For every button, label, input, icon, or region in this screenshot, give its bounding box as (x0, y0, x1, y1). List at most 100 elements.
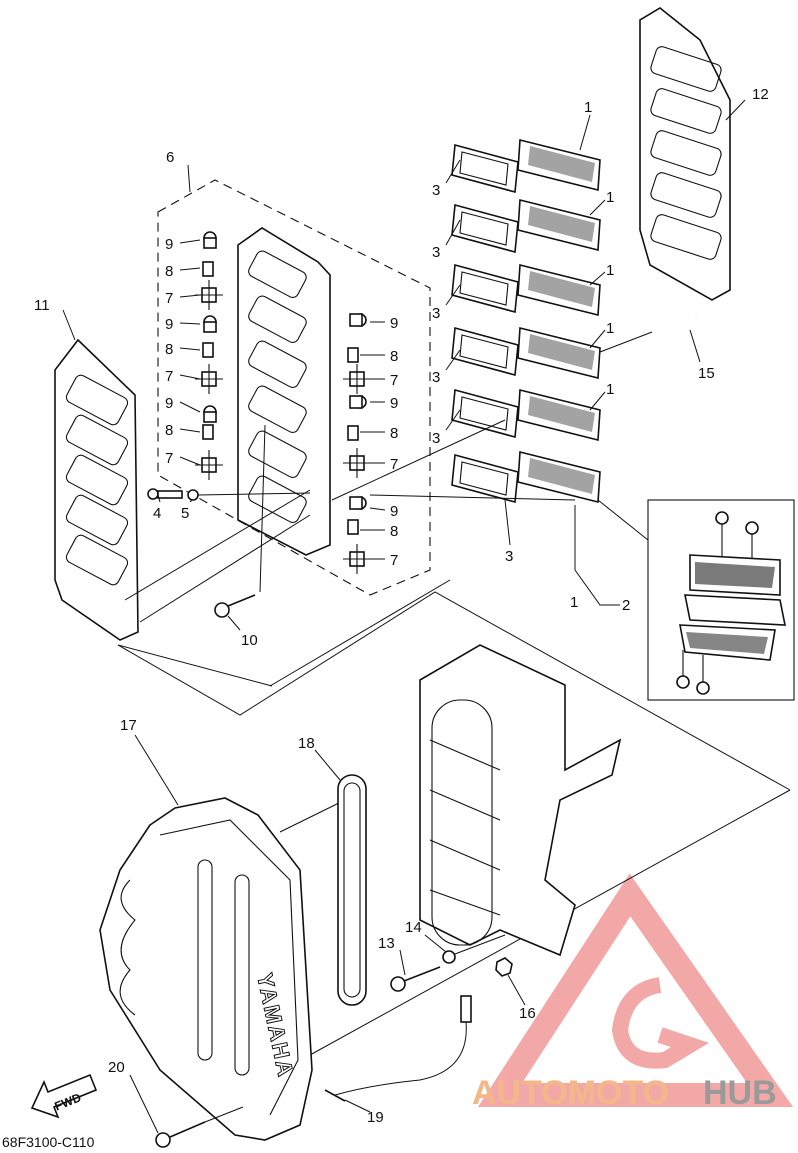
callout-3-e: 3 (432, 430, 440, 447)
elbow-9-c (203, 405, 217, 423)
reed-valve-1-row6 (517, 450, 601, 504)
diagram-code: 68F3100-C110 (2, 1134, 95, 1150)
assembly-lines (117, 419, 791, 1056)
reed-valve-1-row2 (517, 198, 601, 252)
callout-20: 20 (108, 1059, 125, 1076)
fwd-arrow-icon: FWD (30, 1073, 98, 1119)
seal-18 (337, 774, 367, 1006)
bolt-13 (390, 966, 441, 992)
detail-screw-bottom (676, 650, 710, 695)
gasket-12 (639, 7, 731, 301)
callout-9-a: 9 (165, 236, 173, 253)
bolt-10 (214, 424, 266, 618)
tee-7-f (343, 544, 371, 574)
callout-7-f: 7 (390, 552, 398, 569)
callout-3-c: 3 (432, 305, 440, 322)
watermark-text: AUTOMOTO HUB (472, 1074, 777, 1112)
bolt-20 (155, 1106, 244, 1148)
watermark-logo (477, 873, 794, 1107)
gasket-3-row5 (451, 388, 519, 439)
gasket-3-row3 (451, 263, 519, 314)
callout-7-b: 7 (165, 368, 173, 385)
leader-lines (62, 99, 746, 1134)
callout-3-a: 3 (432, 182, 440, 199)
hose-8-e (347, 425, 359, 441)
gasket-3-row6 (451, 453, 519, 504)
hose-8-f (347, 519, 359, 535)
callout-1-d: 1 (606, 320, 614, 337)
callout-11: 11 (34, 297, 50, 314)
callout-8-e: 8 (390, 425, 398, 442)
callout-labels: 6 12 1 1 1 1 1 1 2 3 3 3 3 3 3 15 11 4 5… (34, 86, 769, 1126)
callout-8-f: 8 (390, 523, 398, 540)
reed-valve-detail-box (597, 499, 795, 701)
gasket-11 (54, 338, 139, 641)
tee-7-d (343, 364, 371, 394)
callout-2: 2 (622, 597, 630, 614)
callout-12: 12 (752, 86, 769, 103)
reed-valve-1-row5 (517, 388, 601, 442)
callout-9-e: 9 (390, 395, 398, 412)
hose-8-b (202, 342, 214, 358)
callout-18: 18 (298, 735, 315, 752)
callout-1-f: 1 (570, 594, 578, 611)
stud-15 (599, 316, 697, 353)
gasket-3-row1 (451, 143, 519, 194)
reed-plate (237, 227, 331, 556)
reed-valve-1-row3 (517, 263, 601, 317)
callout-7-d: 7 (390, 372, 398, 389)
gasket-3-row4 (451, 326, 519, 377)
bolt-4 (147, 488, 183, 500)
elbow-9-f (349, 496, 367, 510)
callout-7-a: 7 (165, 290, 173, 307)
reed-valve-1-row1 (517, 138, 601, 192)
callout-9-c: 9 (165, 395, 173, 412)
washer-5 (187, 489, 199, 501)
callout-14: 14 (405, 919, 422, 936)
elbow-9-a (203, 231, 217, 249)
callout-6: 6 (166, 149, 174, 166)
callout-4: 4 (153, 505, 161, 522)
hose-8-c (202, 424, 214, 440)
callout-7-e: 7 (390, 456, 398, 473)
callout-13: 13 (378, 935, 395, 952)
callout-8-b: 8 (165, 341, 173, 358)
washer-14 (442, 950, 456, 964)
watermark-part1: AUTOMOTO (472, 1074, 669, 1112)
callout-8-c: 8 (165, 422, 173, 439)
reed-valve-rows (451, 138, 601, 504)
nut-16 (495, 957, 513, 977)
elbow-9-b (203, 315, 217, 333)
callout-17: 17 (120, 717, 137, 734)
callout-5: 5 (181, 505, 189, 522)
callout-9-f: 9 (390, 503, 398, 520)
callout-15: 15 (698, 365, 715, 382)
tee-7-e (343, 448, 371, 478)
callout-3-b: 3 (432, 244, 440, 261)
callout-3-d: 3 (432, 369, 440, 386)
callout-8-d: 8 (390, 348, 398, 365)
silencer-cover-17: YAMAHA (99, 797, 313, 1141)
callout-7-c: 7 (165, 450, 173, 467)
callout-3-f: 3 (505, 548, 513, 565)
callout-1-e: 1 (606, 381, 614, 398)
fittings-right (343, 313, 371, 574)
hose-8-d (347, 347, 359, 363)
callout-1-a: 1 (584, 99, 592, 116)
callout-9-d: 9 (390, 315, 398, 332)
fittings-left (195, 231, 223, 480)
callout-9-b: 9 (165, 316, 173, 333)
gasket-3-row2 (451, 203, 519, 254)
callout-1-b: 1 (606, 189, 614, 206)
intake-manifold (419, 644, 622, 957)
callout-1-c: 1 (606, 262, 614, 279)
dashed-group-6 (157, 179, 431, 596)
callout-8-a: 8 (165, 263, 173, 280)
elbow-9-d (349, 313, 367, 327)
hose-8-a (202, 261, 214, 277)
callout-10: 10 (241, 632, 258, 649)
elbow-9-e (349, 395, 367, 409)
callout-16: 16 (519, 1005, 536, 1022)
watermark-part2: HUB (703, 1074, 777, 1112)
